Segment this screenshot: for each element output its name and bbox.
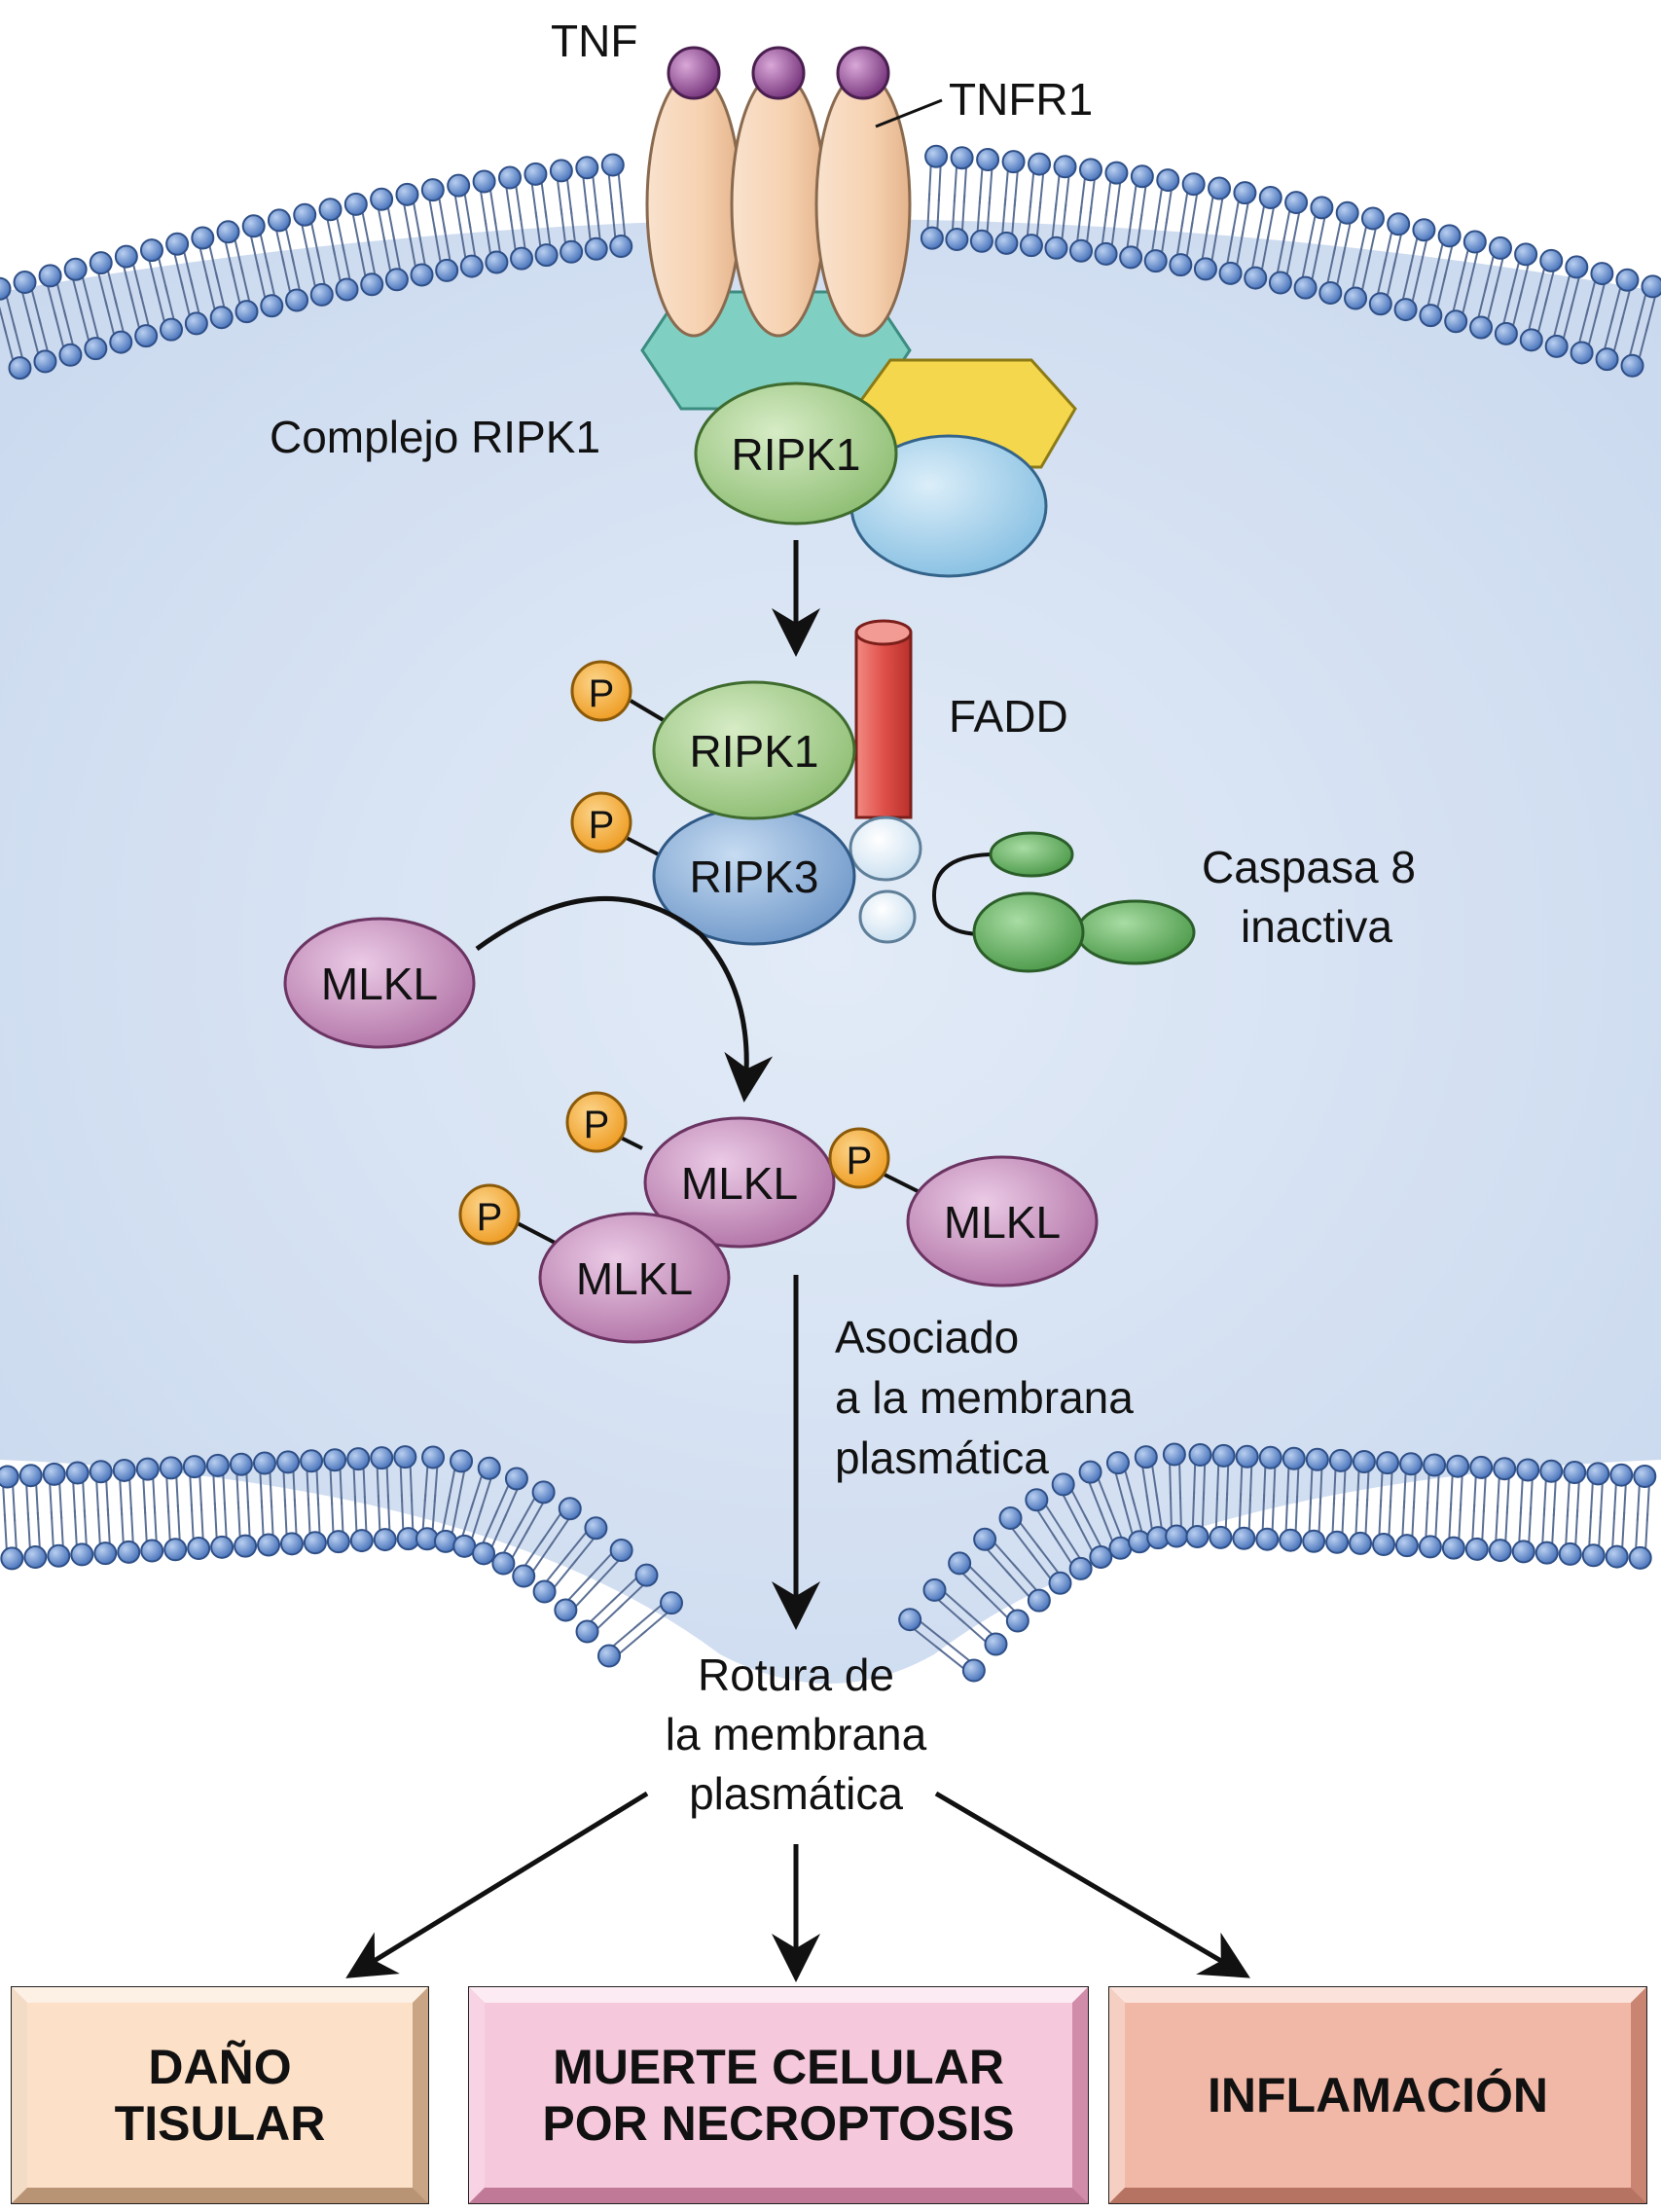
- fadd-death-domain: [858, 889, 917, 944]
- mlkl-left-label: MLKL: [576, 1253, 693, 1304]
- arrow-mlkl-recruitment: [475, 895, 774, 1103]
- membrane-top-right: [920, 144, 1661, 378]
- inflammation-line1: INFLAMACIÓN: [1208, 2068, 1548, 2122]
- mlkl-oligomer-right: [906, 1155, 1099, 1287]
- caspase8-domain: [989, 831, 1074, 878]
- asociado-label-1: Asociado: [835, 1312, 1019, 1362]
- rotura-label-1: Rotura de: [698, 1650, 894, 1700]
- phosphate-label: P: [584, 1104, 610, 1146]
- rotura-label-3: plasmática: [689, 1768, 903, 1819]
- outcome-box-frames: [11, 1986, 1647, 2204]
- phosphate-mlkl: [458, 1183, 521, 1246]
- mlkl-free: [283, 917, 476, 1049]
- tnf-ligand: [667, 46, 721, 100]
- death-line1: MUERTE CELULAR: [553, 2040, 1004, 2094]
- asociado-label-3: plasmática: [835, 1432, 1049, 1483]
- asociado-label-2: a la membrana: [835, 1372, 1134, 1423]
- mlkl-right-label: MLKL: [944, 1197, 1061, 1248]
- phosphate-label: P: [477, 1196, 503, 1239]
- death-line2: POR NECROPTOSIS: [542, 2096, 1015, 2151]
- caspase8-domain: [972, 891, 1085, 973]
- ripk3-label: RIPK3: [690, 852, 819, 902]
- membrane-bottom-left: [0, 1445, 684, 1668]
- outcome-box-inflammation: INFLAMACIÓN: [1125, 2003, 1631, 2188]
- tnfr1-receptor: [814, 71, 912, 338]
- caspasa-label-2: inactiva: [1241, 901, 1392, 952]
- rotura-label-2: la membrana: [666, 1709, 927, 1759]
- fadd-label: FADD: [949, 691, 1068, 742]
- cytoplasm: [0, 219, 1661, 1684]
- mlkl-free-label: MLKL: [321, 959, 438, 1009]
- ripk1-label-mid: RIPK1: [690, 726, 819, 777]
- complejo-ripk1-label: Complejo RIPK1: [270, 412, 600, 462]
- membrane-top-left: [0, 153, 633, 381]
- caspase8-domain: [1075, 899, 1196, 965]
- membrane-bottom-right: [898, 1442, 1657, 1683]
- tnfr1-trimer: [640, 46, 912, 411]
- tnfr1-receptor: [645, 71, 742, 338]
- ripk1-in-complex: [694, 381, 898, 526]
- tnfr1-label: TNFR1: [949, 74, 1093, 125]
- ripk1-phosphorylated: [652, 680, 856, 820]
- caspase8-linker: [931, 852, 992, 936]
- tnf-ligand: [751, 46, 806, 100]
- tnfr1-receptor: [730, 71, 827, 338]
- damage-line1: DAÑO: [148, 2040, 292, 2094]
- phosphate-ripk1: [570, 660, 632, 722]
- tnf-label: TNF: [551, 16, 637, 66]
- arrow-to-inflammation: [934, 1791, 1250, 1978]
- ripk1-label-top: RIPK1: [732, 429, 861, 480]
- phosphate-label: P: [589, 672, 615, 715]
- phosphate-label: P: [847, 1140, 873, 1182]
- mlkl-center-label: MLKL: [681, 1158, 798, 1209]
- caspasa-label-1: Caspasa 8: [1202, 842, 1416, 892]
- fadd-protein: [854, 631, 913, 819]
- phosphate-mlkl: [828, 1127, 890, 1189]
- damage-line2: TISULAR: [114, 2096, 326, 2151]
- phosphate-mlkl: [565, 1091, 628, 1153]
- plasma-membrane: [0, 144, 1661, 1683]
- fadd-death-domain: [849, 816, 922, 882]
- tnf-ligand: [836, 46, 890, 100]
- phosphate-ripk3: [570, 791, 632, 853]
- mlkl-oligomer-left: [538, 1212, 731, 1344]
- mlkl-oligomer-center: [643, 1116, 836, 1249]
- arrow-to-damage: [345, 1791, 649, 1978]
- phosphate-label: P: [589, 804, 615, 847]
